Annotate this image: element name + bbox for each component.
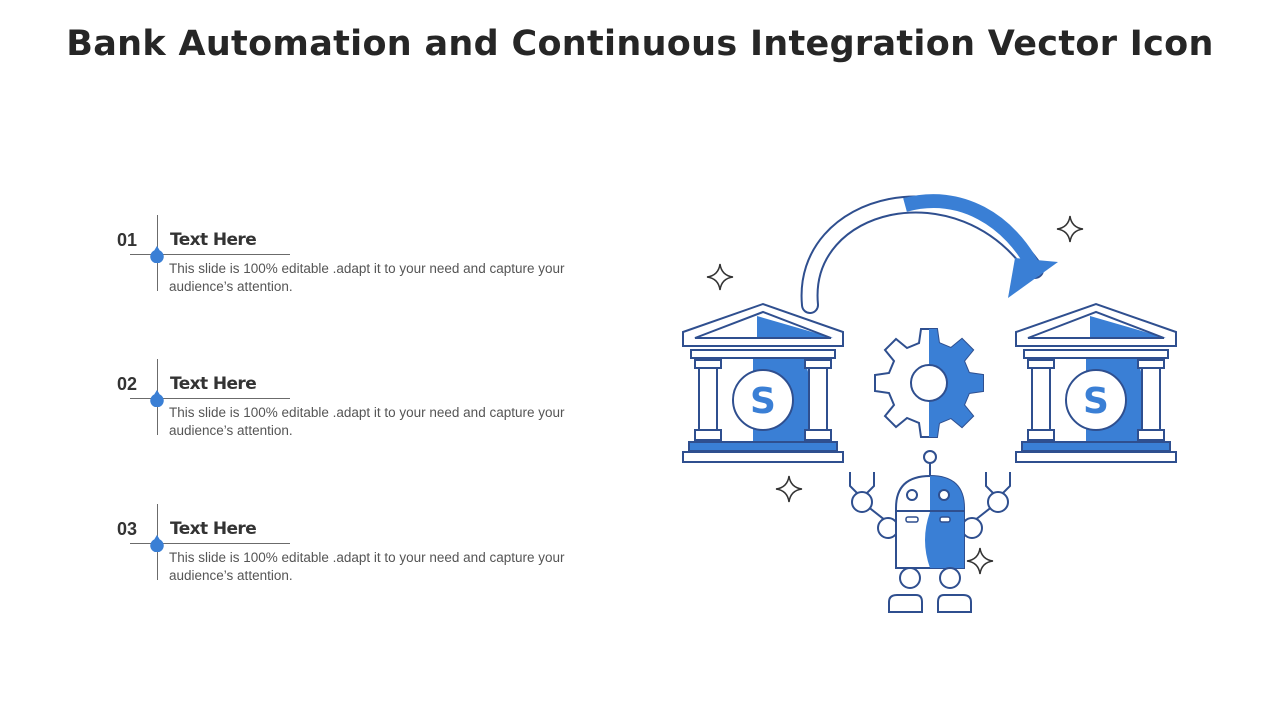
gear-icon — [874, 328, 984, 438]
item-heading: Text Here — [170, 230, 257, 250]
sparkle-icon — [775, 475, 803, 503]
robot-icon — [849, 450, 1011, 613]
item-description: This slide is 100% editable .adapt it to… — [169, 261, 565, 294]
marker-dot-icon — [150, 245, 164, 263]
sparkle-icon — [1056, 215, 1084, 243]
bank-automation-illustration: S — [682, 194, 1177, 613]
item-number: 02 — [117, 374, 138, 394]
item-heading: Text Here — [170, 374, 257, 394]
item-number: 03 — [117, 519, 138, 539]
sparkle-icon — [966, 547, 994, 575]
item-number: 01 — [117, 230, 138, 250]
slide-title: Bank Automation and Continuous Integrati… — [66, 24, 1214, 64]
divider-horizontal — [130, 398, 290, 399]
marker-dot-icon — [150, 389, 164, 407]
item-heading: Text Here — [170, 519, 257, 539]
list-item: 02 Text Here This slide is 100% editable… — [0, 359, 640, 449]
bank-icon — [682, 303, 844, 463]
divider-horizontal — [130, 543, 290, 544]
list-item: 03 Text Here This slide is 100% editable… — [0, 504, 640, 594]
bank-icon — [1015, 303, 1177, 463]
divider-horizontal — [130, 254, 290, 255]
item-description: This slide is 100% editable .adapt it to… — [169, 405, 565, 438]
list-item: 01 Text Here This slide is 100% editable… — [0, 215, 640, 305]
item-description: This slide is 100% editable .adapt it to… — [169, 550, 565, 583]
marker-dot-icon — [150, 534, 164, 552]
sparkle-icon — [706, 263, 734, 291]
curved-arrow-icon — [800, 194, 1058, 314]
